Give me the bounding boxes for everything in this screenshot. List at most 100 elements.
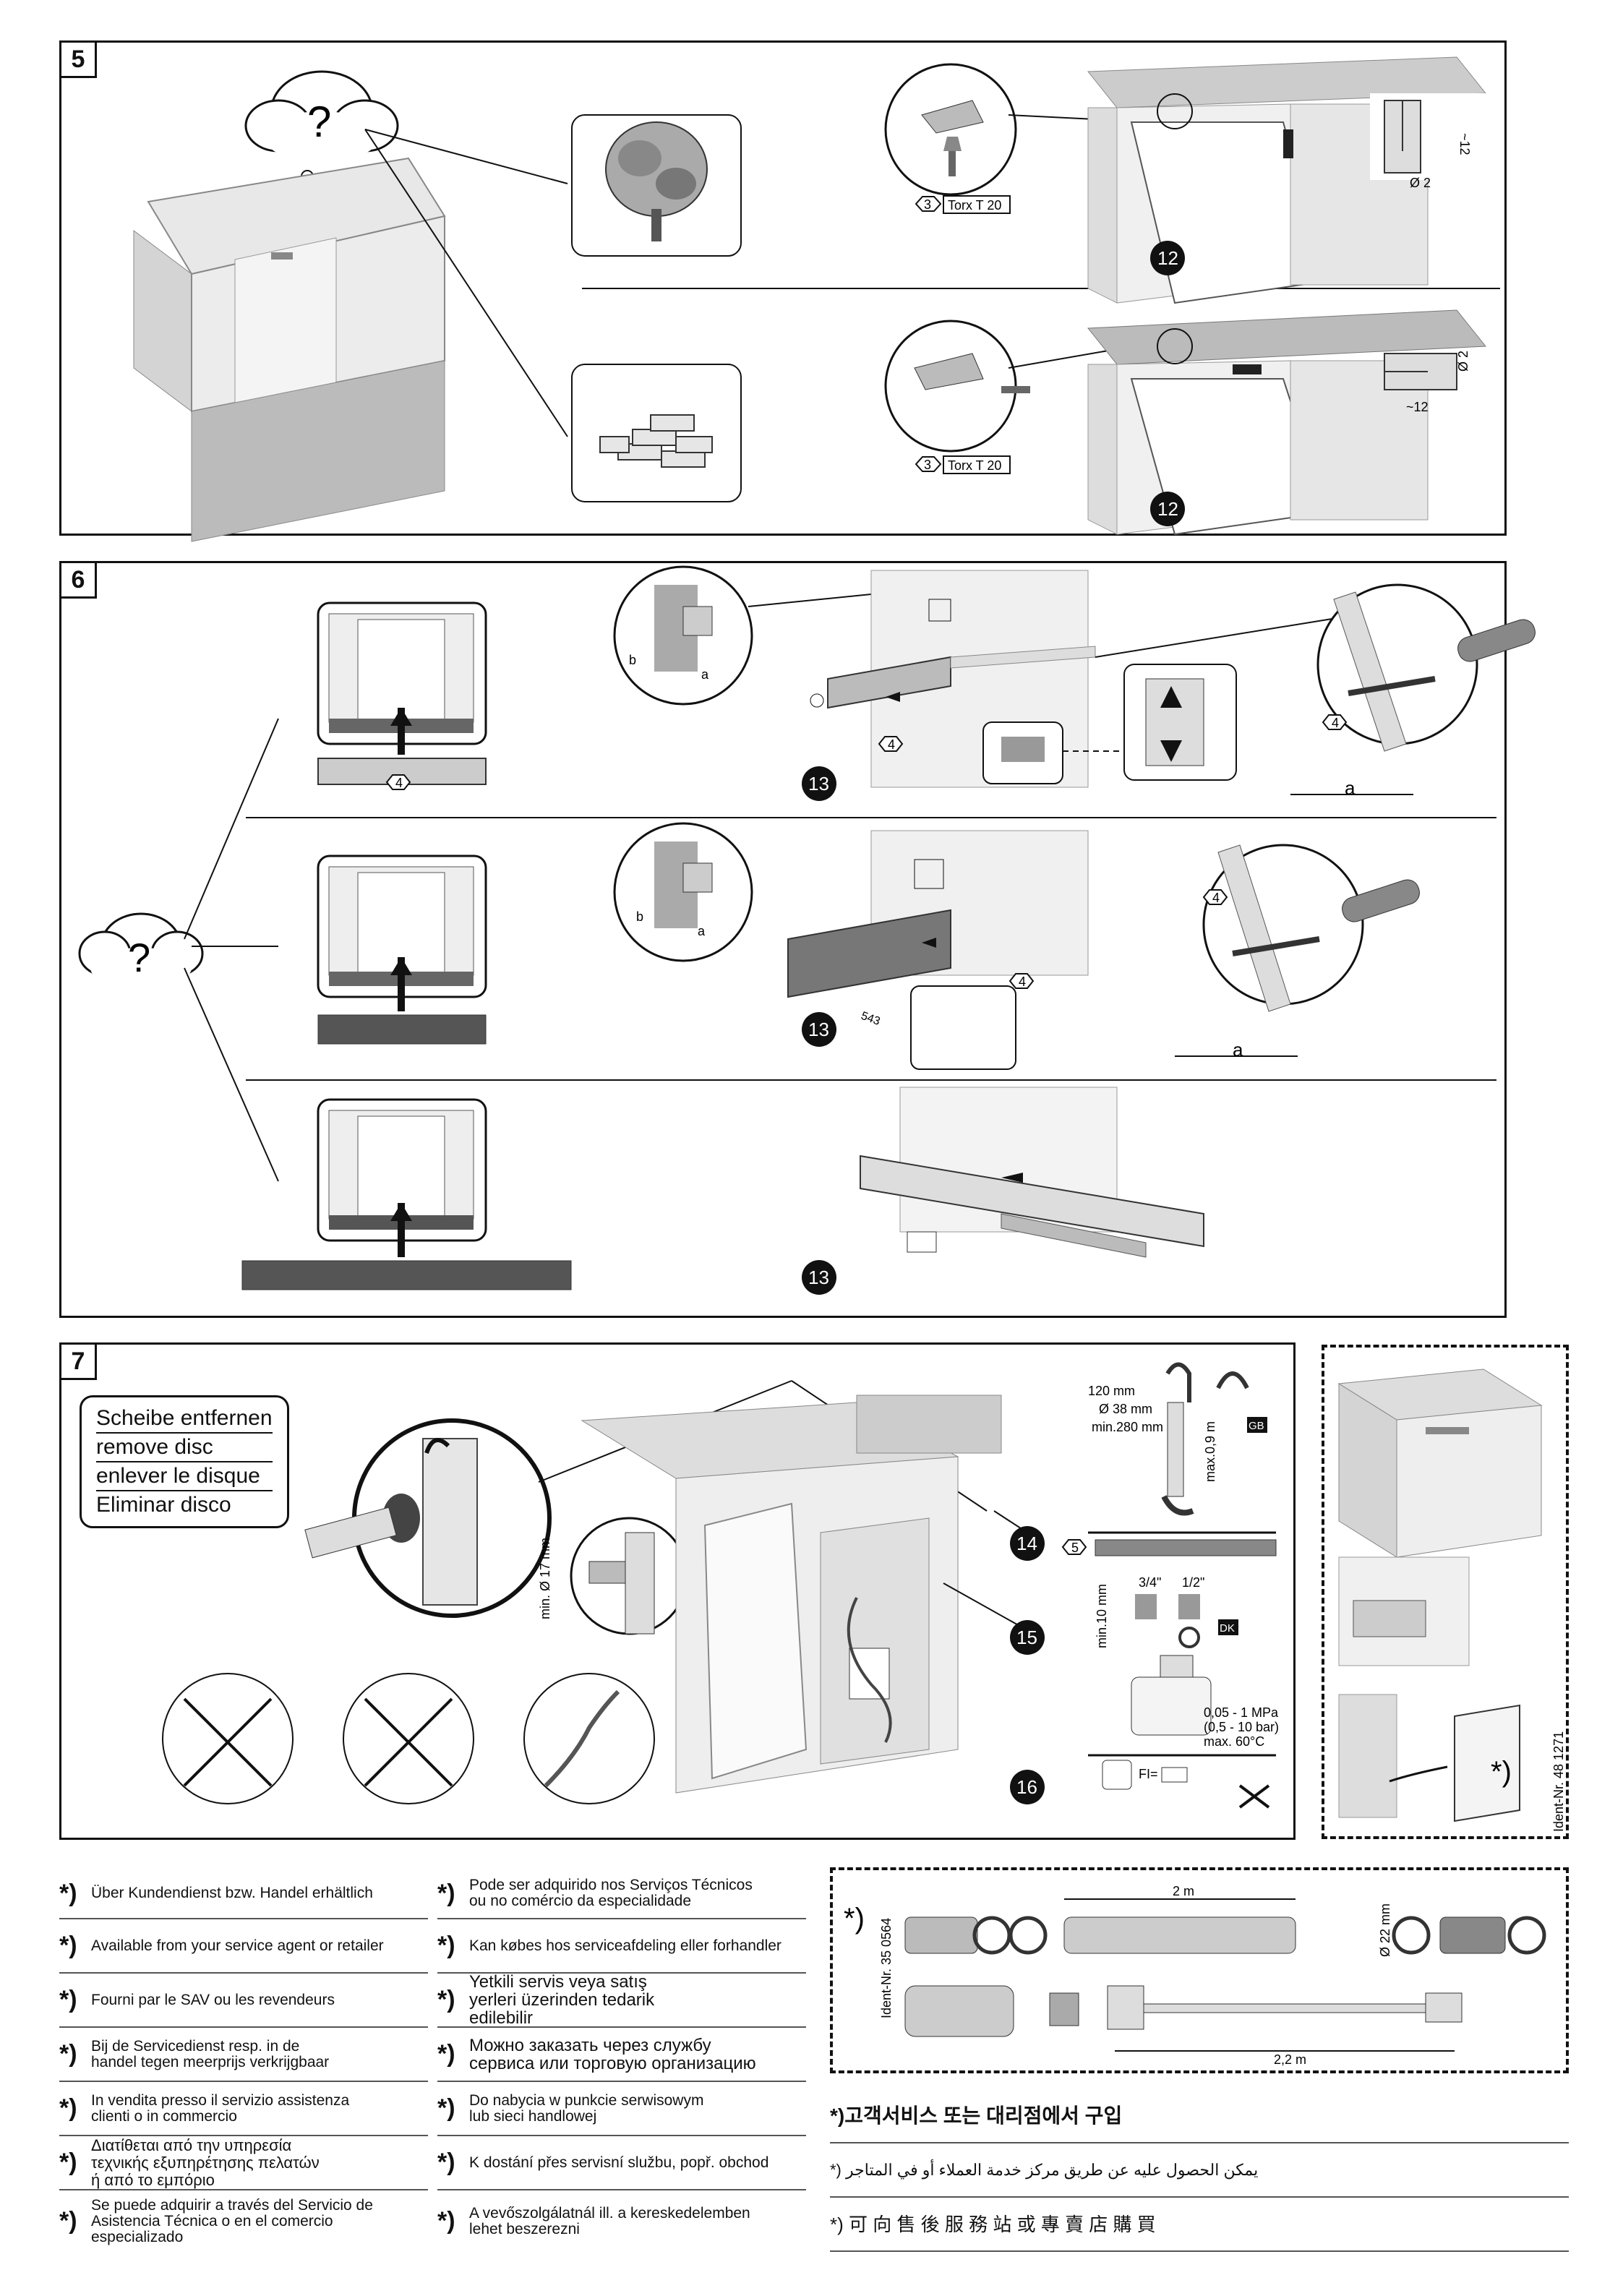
step-badge-12 [1150, 241, 1185, 275]
legend-row: *) Do nabycia w punkcie serwisowym lub si… [437, 2082, 806, 2136]
hose-length-2m: 2 m [1173, 1884, 1194, 1898]
legend-star: *) [59, 2094, 77, 2122]
asterisk-mark-2: *) [844, 1903, 865, 1935]
legend-row: *) Bij de Servicedienst resp. in de hande… [59, 2028, 428, 2082]
part-count-4: 4 [1019, 974, 1026, 989]
badge-label-2: 12 [1157, 498, 1178, 520]
step-badge-14 [1010, 1526, 1045, 1561]
step-badge-13c [802, 1260, 836, 1295]
disc-text-fr: enlever le disque [96, 1462, 273, 1491]
legend-star: *) [59, 2040, 77, 2068]
step-badge-16 [1010, 1770, 1045, 1804]
part-count-2: 4 [888, 737, 895, 752]
dishwasher-install-drawing-2 [1087, 309, 1487, 536]
legend-text-de: Über Kundendienst bzw. Handel erhältlich [91, 1885, 373, 1901]
dim-a-4: a [1233, 1039, 1243, 1061]
row-2-thumbnail [317, 854, 487, 1045]
legend-text-pl: Do nabycia w punkcie serwisowym lub siec… [469, 2091, 704, 2125]
question-mark: ? [128, 935, 150, 980]
legend-star: *) [437, 1879, 455, 1907]
step-6-panel: 6 ? 4 [59, 561, 1536, 1318]
wrong-install-2 [343, 1673, 474, 1804]
legend-star: *) [437, 2149, 455, 2176]
asterisk-mark: *) [1491, 1756, 1512, 1788]
legend-text-es: Se puede adquirir a través del Servicio … [91, 2196, 373, 2245]
legend-row: *)Fourni par le SAV ou les revendeurs [59, 1974, 428, 2028]
legend-row: *) Über Kundendienst bzw. Handel erhältli… [59, 1869, 428, 1919]
min-diameter-label: min. Ø 17 mm [538, 1538, 552, 1619]
legend-text-it: In vendita presso il servizio assistenza… [91, 2091, 350, 2125]
sink-cabinet-drawing [581, 1395, 1002, 1794]
step-badge-15 [1010, 1620, 1045, 1655]
legend-text-zh: *) 可 向 售 後 服 務 站 或 專 賣 店 購 買 [830, 2213, 1156, 2235]
step-badge-13 [802, 766, 836, 801]
accessory-plinth-illustration: *) Ident-Nr. 48 1271 [1337, 1368, 1566, 1832]
legend-star: *) [437, 2094, 455, 2122]
remove-disc-note: Scheibe entfernen remove disc enlever le… [80, 1395, 289, 1528]
gb-diameter-38: Ø 38 mm [1099, 1402, 1152, 1416]
pressure-bar: (0,5 - 10 bar) [1204, 1720, 1279, 1734]
dim-b-2: b [636, 909, 643, 924]
legend-row: *)Kan købes hos serviceafdeling eller fo… [437, 1919, 806, 1974]
bricks-icon [599, 414, 713, 468]
legend-text-hu: A vevőszolgálatnál ill. a kereskedelembe… [469, 2204, 750, 2237]
gb-count-5: 5 [1071, 1541, 1079, 1555]
legend-row: *)고객서비스 또는 대리점에서 구입 [830, 2089, 1569, 2143]
torx-label-2: Torx T 20 [948, 458, 1001, 473]
step-number: 7 [59, 1342, 97, 1380]
legend-text-da: Kan købes hos serviceafdeling eller forh… [469, 1937, 781, 1954]
legend-row: *) يمكن الحصول عليه عن طريق مركز خدمة ال… [830, 2143, 1569, 2198]
question-cloud: ? [78, 912, 204, 988]
accessory-hose-illustration: *) Ident-Nr. 35 0564 2 m Ø 22 mm 2,2 m [844, 1884, 1546, 2067]
accessory-plinth-box: *) Ident-Nr. 48 1271 [1322, 1345, 1569, 1839]
badge-label-14: 14 [1016, 1533, 1037, 1554]
question-mark: ? [307, 98, 331, 146]
legend-row: *) In vendita presso il servizio assisten… [59, 2082, 428, 2136]
badge-label-2: 13 [808, 1019, 829, 1040]
torx-label: Torx T 20 [948, 198, 1001, 213]
dk-tag: DK [1220, 1622, 1235, 1635]
disc-text-es: Eliminar disco [96, 1493, 231, 1517]
badge-label: 13 [808, 773, 829, 794]
step-5-panel: 5 ? [59, 40, 1507, 542]
gb-min-280: min.280 mm [1092, 1420, 1163, 1434]
legend-text-ar: *) يمكن الحصول عليه عن طريق مركز خدمة ال… [830, 2160, 1259, 2179]
step-badge-13b [802, 1012, 836, 1047]
ident-number-2: Ident-Nr. 35 0564 [879, 1918, 894, 2018]
gb-tag: GB [1249, 1420, 1264, 1432]
step-7-illustration: min. Ø 17 mm 14 15 16 120 mm Ø 38 mm [162, 1362, 1279, 1809]
pressure-mpa: 0,05 - 1 MPa [1204, 1705, 1279, 1720]
step-number: 6 [59, 561, 97, 599]
step-badge-12b [1150, 492, 1185, 526]
dim-a-3: a [698, 924, 706, 938]
dim-diameter-b: Ø 2 [1456, 351, 1470, 372]
legend-row: *)A vevőszolgálatnál ill. a kereskedelem… [437, 2190, 806, 2252]
legend-text-el: Διατίθεται από την υπηρεσία τεχνικής εξυ… [91, 2136, 320, 2189]
dk-min-10: min.10 mm [1095, 1584, 1109, 1648]
legend-row: *)K dostání přes servisní službu, popř. … [437, 2136, 806, 2190]
legend-star: *) [437, 1986, 455, 2013]
legend-row: *)Available from your service agent or r… [59, 1919, 428, 1974]
row-3-thumbnail [241, 1098, 572, 1290]
dim-543: 543 [860, 1010, 882, 1028]
legend-text-fr: Fourni par le SAV ou les revendeurs [91, 1991, 335, 2008]
step-6-illustration: ? 4 [78, 565, 1536, 1295]
dim-diameter: Ø 2 [1410, 176, 1431, 190]
disc-text-de: Scheibe entfernen [96, 1405, 273, 1434]
legend-star: *) [59, 1932, 77, 1959]
dim-12: ~12 [1457, 133, 1472, 155]
hose-length-22m: 2,2 m [1274, 2052, 1306, 2067]
legend-text-nl: Bij de Servicedienst resp. in de handel … [91, 2037, 330, 2070]
screw-count: 3 [924, 197, 931, 212]
kitchen-counter-drawing [133, 157, 446, 542]
legend-text-ko: *)고객서비스 또는 대리점에서 구입 [830, 2104, 1123, 2127]
dk-thread-12: 1/2" [1182, 1575, 1204, 1590]
legend-text-pt: Pode ser adquirido nos Serviços Técnicos… [469, 1877, 753, 1909]
badge-label-16: 16 [1016, 1776, 1037, 1798]
screw-count-2: 3 [924, 458, 931, 472]
legend-text-tr: Yetkili servis veya satış yerleri üzerin… [469, 1972, 655, 2028]
legend-row: *)Se puede adquirir a través del Servici… [59, 2190, 428, 2252]
legend-row: *) 可 向 售 後 服 務 站 或 專 賣 店 購 買 [830, 2198, 1569, 2252]
dim-12-b: ~12 [1406, 400, 1429, 414]
legend-star: *) [59, 1879, 77, 1907]
